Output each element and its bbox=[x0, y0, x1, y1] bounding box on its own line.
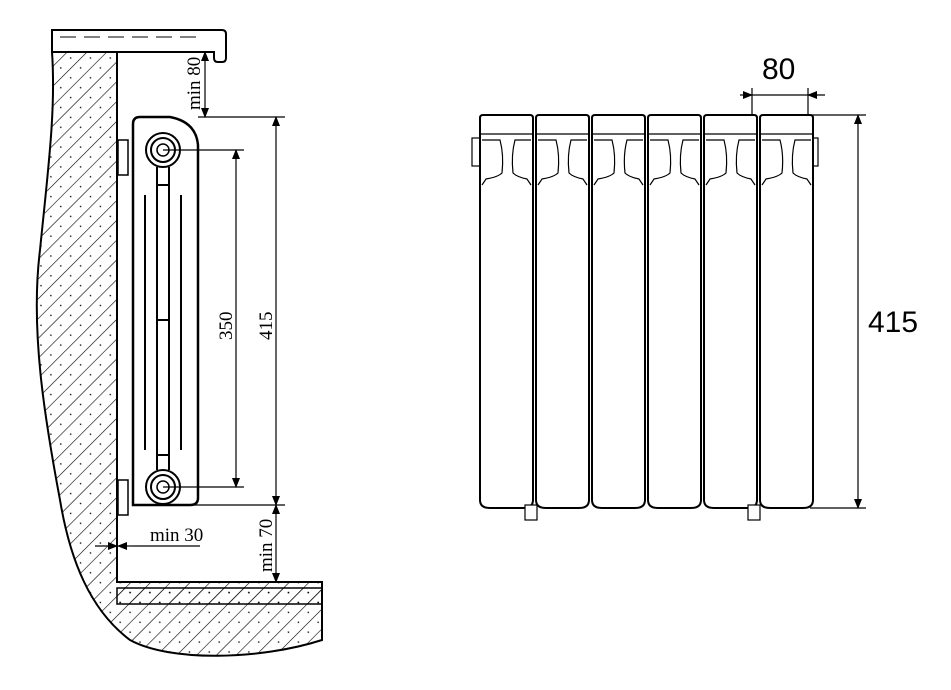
radiator-section bbox=[759, 114, 814, 509]
radiator-front-view bbox=[471, 114, 819, 521]
radiator-section bbox=[479, 114, 534, 509]
connector-stub bbox=[471, 137, 481, 167]
dim-section-width-label: 80 bbox=[762, 53, 795, 86]
wall-section bbox=[35, 51, 323, 657]
bottom-plug bbox=[747, 504, 761, 521]
radiator-section bbox=[535, 114, 590, 509]
radiator-side-profile bbox=[117, 115, 200, 516]
dim-floor-gap-label: min 70 bbox=[256, 519, 277, 572]
front-dimensions bbox=[740, 88, 866, 509]
dim-axis-label: 350 bbox=[216, 312, 237, 341]
radiator-section bbox=[703, 114, 758, 509]
dim-wall-gap-label: min 30 bbox=[150, 525, 203, 546]
radiator-section bbox=[647, 114, 702, 509]
dim-front-height-label: 415 bbox=[868, 306, 918, 339]
radiator-section bbox=[591, 114, 646, 509]
dim-height-label: 415 bbox=[256, 312, 277, 341]
dim-top-gap-label: min 80 bbox=[184, 57, 205, 110]
bottom-plug bbox=[524, 504, 538, 521]
side-dimensions bbox=[95, 51, 285, 583]
windowsill bbox=[51, 29, 227, 63]
